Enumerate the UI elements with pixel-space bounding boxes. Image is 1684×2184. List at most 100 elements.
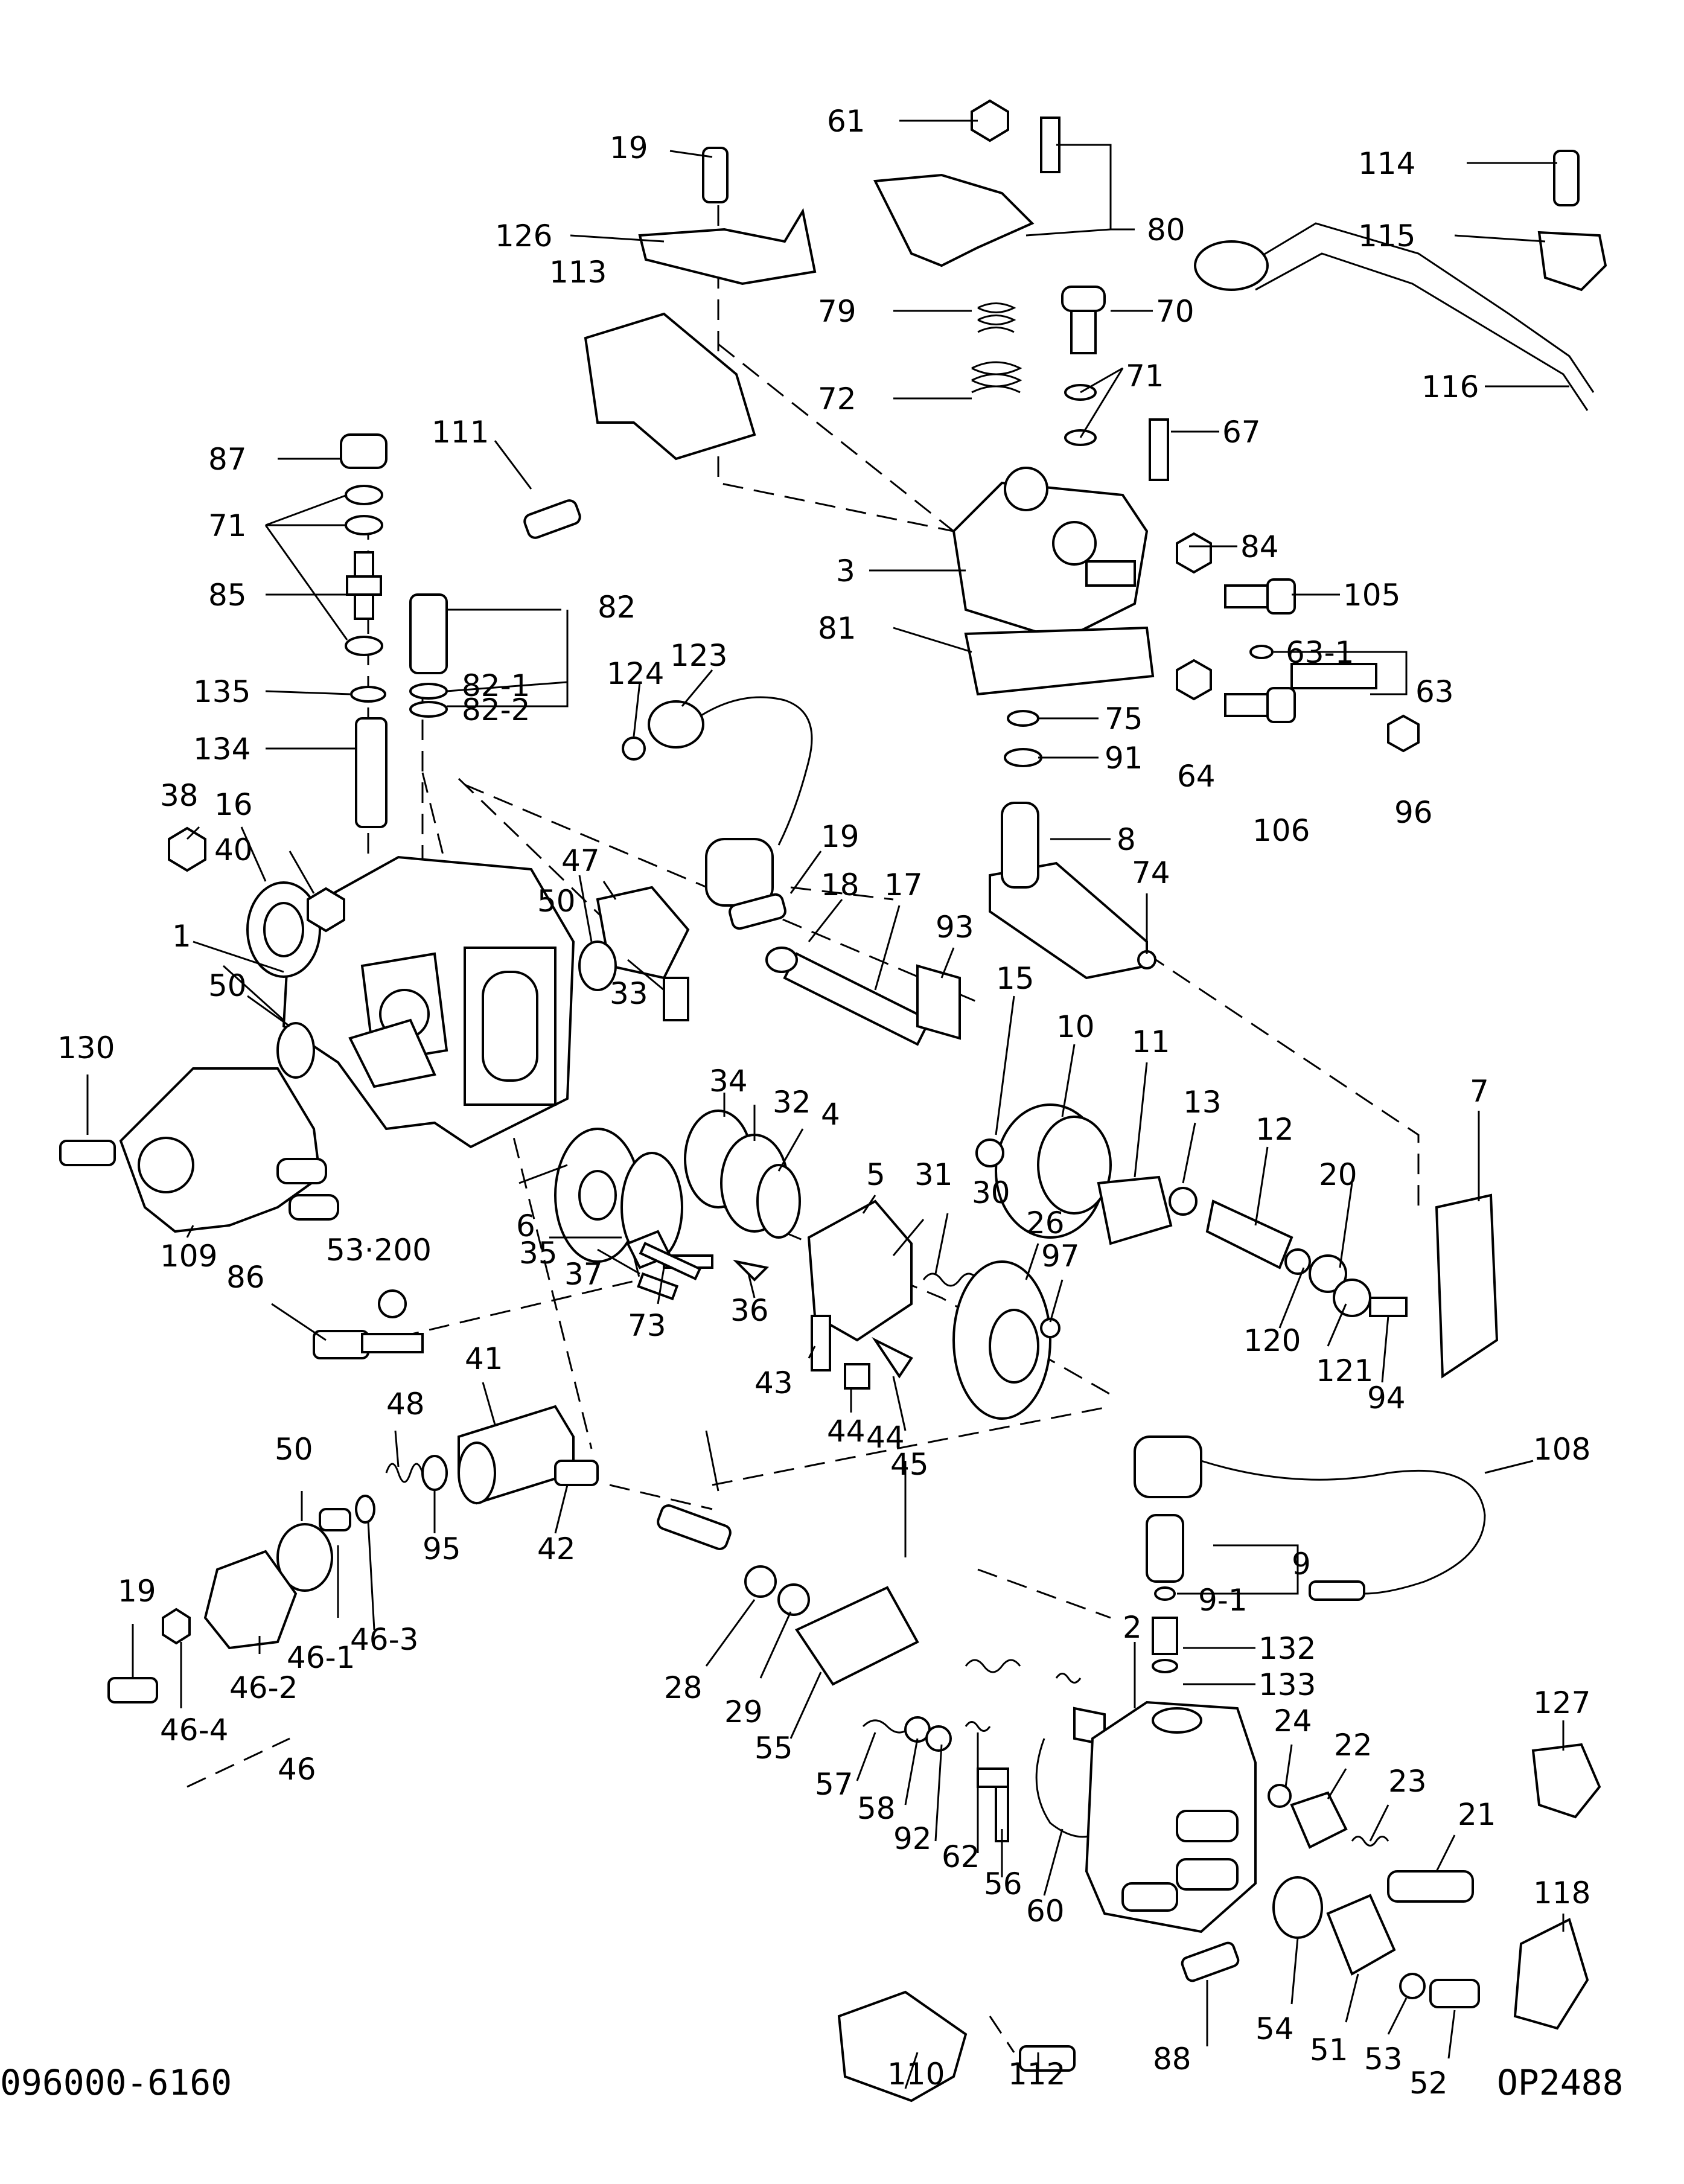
label-92: 92 — [893, 1821, 932, 1856]
label-110: 110 — [887, 2057, 945, 2092]
label-46-3: 46-3 — [350, 1622, 418, 1657]
label-43: 43 — [754, 1365, 793, 1400]
label-130: 130 — [57, 1030, 115, 1065]
label-105: 105 — [1343, 578, 1400, 613]
label-31: 31 — [914, 1157, 953, 1192]
label-3: 3 — [836, 554, 855, 589]
label-21: 21 — [1458, 1797, 1496, 1832]
footer-drawing-code: OP2488 — [1497, 2062, 1624, 2103]
label-74: 74 — [1132, 855, 1170, 890]
label-24: 24 — [1274, 1703, 1312, 1739]
label-16: 16 — [214, 787, 253, 822]
label-34: 34 — [709, 1064, 748, 1099]
label-61: 61 — [827, 104, 866, 139]
label-126: 126 — [495, 219, 552, 254]
label-95: 95 — [423, 1531, 461, 1566]
label-120: 120 — [1243, 1323, 1301, 1358]
label-6: 6 — [516, 1209, 535, 1244]
label-72: 72 — [818, 382, 856, 417]
label-133: 133 — [1258, 1667, 1316, 1702]
label-112: 112 — [1008, 2057, 1065, 2092]
label-64: 64 — [1177, 759, 1216, 794]
drive-shaft-shape — [783, 952, 931, 1046]
label-94: 94 — [1367, 1381, 1406, 1416]
label-63-1: 63-1 — [1286, 635, 1354, 670]
label-84: 84 — [1240, 529, 1279, 564]
label-46: 46 — [278, 1752, 316, 1787]
label-48: 48 — [386, 1387, 425, 1422]
label-50a: 50 — [537, 884, 576, 919]
label-70: 70 — [1156, 294, 1194, 329]
leader-lines — [86, 120, 1569, 2089]
label-57: 57 — [815, 1767, 853, 1802]
label-40: 40 — [214, 832, 253, 867]
label-42: 42 — [537, 1531, 576, 1566]
label-22: 22 — [1334, 1728, 1373, 1763]
label-47: 47 — [561, 843, 600, 878]
label-1: 1 — [172, 919, 191, 954]
label-97: 97 — [1041, 1239, 1080, 1274]
label-71b: 71 — [1126, 359, 1164, 394]
label-9-1: 9-1 — [1198, 1583, 1248, 1618]
label-44b: 44 — [866, 1420, 905, 1455]
label-11: 11 — [1132, 1024, 1170, 1059]
label-85: 85 — [208, 578, 247, 613]
label-15: 15 — [996, 961, 1035, 996]
label-113: 113 — [549, 255, 607, 290]
label-53-200: 53·200 — [326, 1233, 432, 1268]
bracket-plate-shape — [1435, 1193, 1499, 1379]
label-12: 12 — [1255, 1112, 1294, 1147]
label-10: 10 — [1056, 1009, 1095, 1044]
label-123: 123 — [670, 638, 727, 673]
label-9: 9 — [1292, 1547, 1311, 1582]
label-17: 17 — [884, 867, 923, 902]
label-80: 80 — [1147, 212, 1185, 247]
label-13: 13 — [1183, 1085, 1222, 1120]
part-number-labels: 61 19 114 126 80 115 113 79 70 71 116 72… — [57, 104, 1590, 2101]
label-50b: 50 — [208, 968, 247, 1003]
label-127: 127 — [1533, 1685, 1590, 1720]
label-33: 33 — [610, 976, 648, 1011]
label-86: 86 — [226, 1260, 265, 1295]
label-4: 4 — [821, 1097, 840, 1132]
label-19c: 19 — [118, 1574, 156, 1609]
label-82-2: 82-2 — [462, 692, 530, 727]
label-35: 35 — [519, 1236, 558, 1271]
label-118: 118 — [1533, 1876, 1590, 1911]
label-56: 56 — [984, 1866, 1022, 1901]
label-45: 45 — [890, 1447, 929, 1482]
label-23: 23 — [1388, 1764, 1427, 1799]
label-93: 93 — [936, 910, 974, 945]
label-87: 87 — [208, 442, 247, 477]
label-91: 91 — [1105, 741, 1143, 776]
label-18: 18 — [821, 867, 860, 902]
label-96: 96 — [1394, 795, 1433, 830]
label-60: 60 — [1026, 1894, 1065, 1929]
label-79: 79 — [818, 294, 856, 329]
label-106: 106 — [1252, 813, 1310, 848]
label-88: 88 — [1153, 2042, 1191, 2077]
control-lever-shape — [1255, 222, 1595, 393]
label-20: 20 — [1319, 1157, 1357, 1192]
label-81: 81 — [818, 611, 856, 646]
label-62: 62 — [942, 1839, 980, 1874]
label-50c: 50 — [275, 1432, 313, 1467]
footer-part-number: 096000-6160 — [0, 2062, 232, 2103]
label-82: 82 — [598, 590, 636, 625]
label-124: 124 — [607, 656, 664, 691]
label-54: 54 — [1255, 2011, 1294, 2046]
label-44a: 44 — [827, 1414, 866, 1449]
label-121: 121 — [1316, 1353, 1373, 1388]
label-73: 73 — [628, 1308, 666, 1343]
label-111: 111 — [432, 415, 489, 450]
label-36: 36 — [730, 1293, 769, 1328]
label-116: 116 — [1421, 369, 1479, 404]
label-41: 41 — [465, 1341, 503, 1376]
label-114: 114 — [1358, 146, 1415, 181]
label-2: 2 — [1123, 1610, 1142, 1645]
label-115: 115 — [1358, 219, 1415, 254]
label-26: 26 — [1026, 1205, 1065, 1240]
label-135: 135 — [193, 674, 250, 709]
label-53: 53 — [1364, 2042, 1403, 2077]
